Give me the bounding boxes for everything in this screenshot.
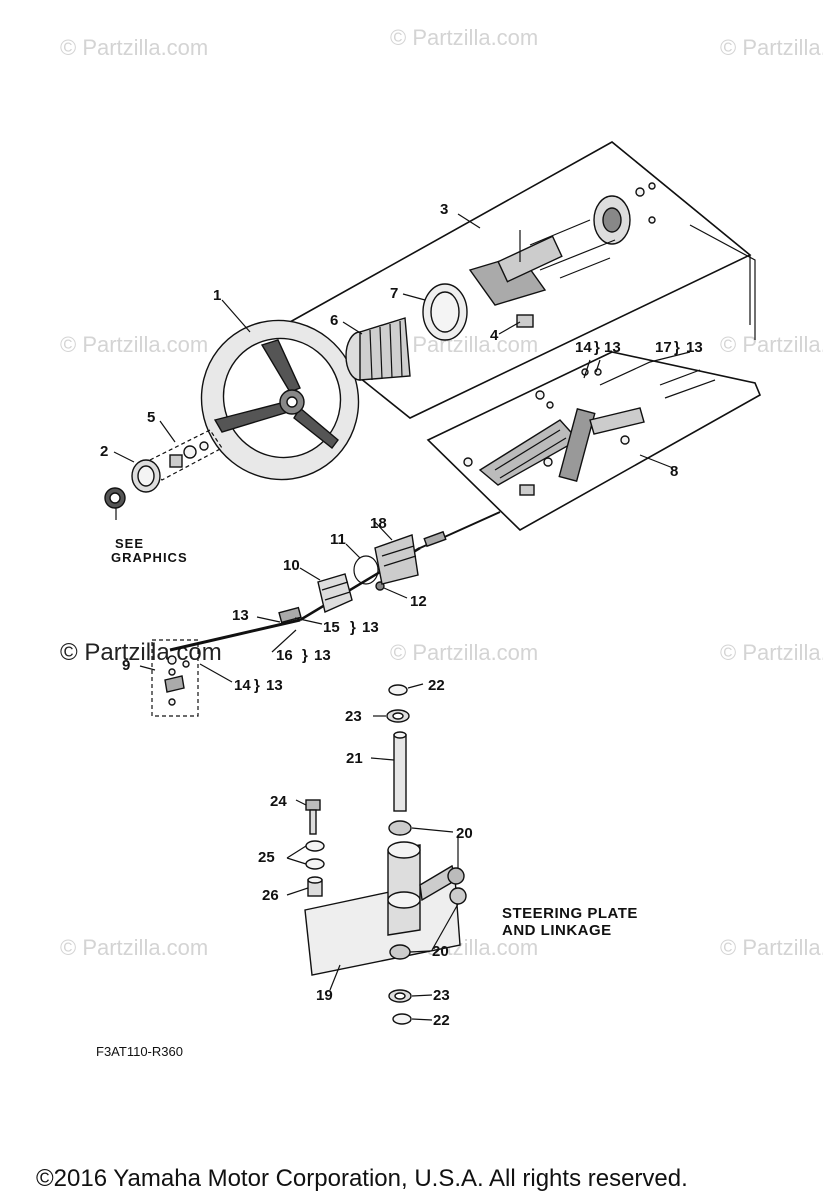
- callout-13: 13: [232, 607, 249, 624]
- callout-13-sub: 13: [686, 339, 703, 356]
- callout-10: 10: [283, 557, 300, 574]
- steering-wheel: [200, 319, 360, 481]
- watermark-layer: © Partzilla.com © Partzilla.com © Partzi…: [60, 25, 823, 960]
- section-title: STEERING PLATE: [502, 905, 638, 922]
- washer-bottom: [388, 989, 412, 1003]
- callout-2: 2: [100, 443, 108, 460]
- callout-17: 17: [655, 339, 672, 356]
- callout-13-sub: 13: [314, 647, 331, 664]
- leader-line: [611, 141, 751, 325]
- watermark: © Partzilla.com: [720, 35, 823, 60]
- callout-26: 26: [262, 887, 279, 904]
- callout-19: 19: [316, 987, 333, 1004]
- callout-22: 22: [428, 677, 445, 694]
- brace-glyph: }: [350, 619, 356, 636]
- cable-boot: [317, 573, 353, 613]
- center-cap: [104, 459, 161, 509]
- copyright-notice: ©2016 Yamaha Motor Corporation, U.S.A. A…: [36, 1165, 688, 1192]
- bushing-right: [449, 887, 467, 905]
- bolt-24: [305, 799, 321, 835]
- steering-linkage: [463, 368, 716, 496]
- steering-plate: [304, 841, 461, 976]
- callout-22: 22: [433, 1012, 450, 1029]
- graphics-note: GRAPHICS: [111, 550, 188, 565]
- callout-14: 14: [234, 677, 251, 694]
- washers-25: [305, 840, 325, 870]
- nut-right-upper: [447, 867, 465, 885]
- callout-21: 21: [346, 750, 363, 767]
- callout-23: 23: [345, 708, 362, 725]
- pivot-shaft: [393, 731, 407, 812]
- callout-6: 6: [330, 312, 338, 329]
- callout-11: 11: [330, 531, 346, 548]
- callout-23: 23: [433, 987, 450, 1004]
- callout-13-sub: 13: [362, 619, 379, 636]
- callout-14: 14: [575, 339, 592, 356]
- leader-line: [689, 224, 756, 340]
- callout-18: 18: [370, 515, 387, 532]
- watermark: © Partzilla.com: [720, 935, 823, 960]
- watermark: © Partzilla.com: [60, 935, 208, 960]
- steering-column: [468, 182, 656, 328]
- watermark: © Partzilla.com: [390, 25, 538, 50]
- callout-3: 3: [440, 201, 448, 218]
- callout-8: 8: [670, 463, 678, 480]
- callout-20: 20: [456, 825, 473, 842]
- assembly-box-8: [426, 351, 762, 531]
- callout-15: 15: [323, 619, 340, 636]
- brace-glyph: }: [254, 677, 260, 694]
- bellows-boot: [374, 534, 419, 585]
- brace-glyph: }: [594, 339, 600, 356]
- watermark: © Partzilla.com: [720, 332, 823, 357]
- watermark: © Partzilla.com: [390, 640, 538, 665]
- hose-clamp: [353, 555, 385, 591]
- callout-16: 16: [276, 647, 293, 664]
- diagram-code: F3AT110-R360: [96, 1044, 183, 1059]
- o-ring-bottom: [392, 1013, 412, 1025]
- callout-13-sub: 13: [604, 339, 621, 356]
- watermark: © Partzilla.com: [60, 35, 208, 60]
- callout-1: 1: [213, 287, 221, 304]
- callout-25: 25: [258, 849, 275, 866]
- bushing-upper: [388, 820, 412, 836]
- see-note: SEE: [115, 536, 144, 551]
- column-ring: [422, 283, 468, 341]
- washer-top: [386, 709, 410, 723]
- callout-5: 5: [147, 409, 155, 426]
- watermark: © Partzilla.com: [720, 640, 823, 665]
- section-title-line2: AND LINKAGE: [502, 922, 612, 939]
- callout-4: 4: [490, 327, 499, 344]
- collar-26: [307, 876, 323, 897]
- brace-glyph: }: [302, 647, 308, 664]
- callout-7: 7: [390, 285, 398, 302]
- brace-glyph: }: [674, 339, 680, 356]
- watermark: © Partzilla.com: [60, 332, 208, 357]
- leader-lines: [113, 213, 691, 1021]
- bushing-lower: [389, 944, 411, 960]
- callout-13-sub: 13: [266, 677, 283, 694]
- o-ring-top: [388, 684, 408, 696]
- watermark: © Partzilla.com: [390, 332, 538, 357]
- callout-24: 24: [270, 793, 287, 810]
- callout-12: 12: [410, 593, 427, 610]
- column-cover: [345, 317, 411, 381]
- callout-9: 9: [122, 657, 130, 674]
- callout-20: 20: [432, 943, 449, 960]
- cable-end-kit: [151, 639, 199, 717]
